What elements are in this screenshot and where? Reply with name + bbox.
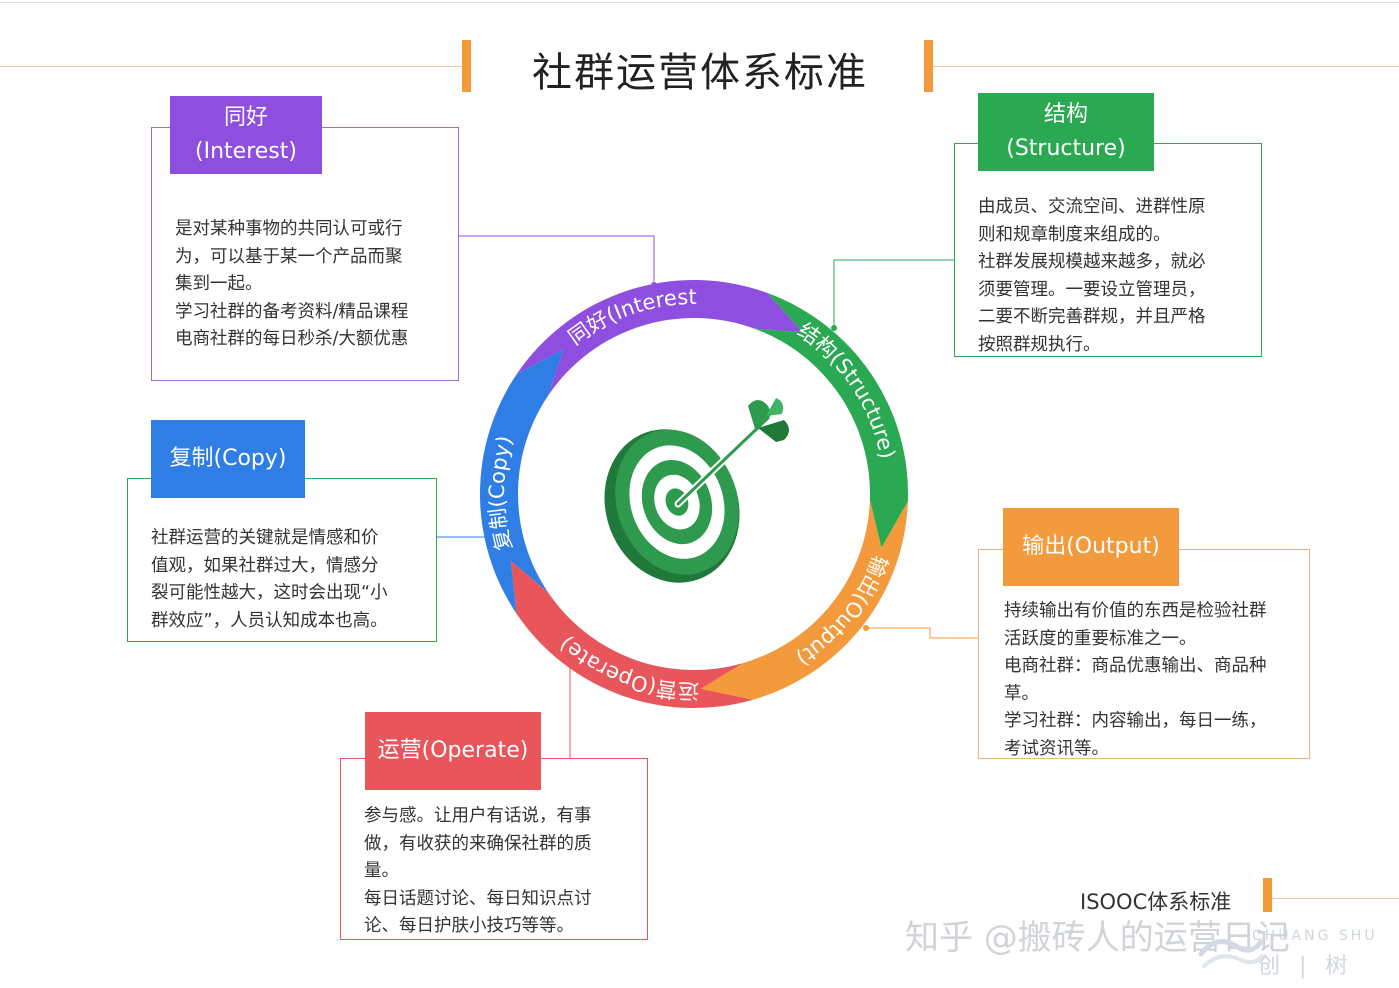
watermark-text: 知乎 @搬砖人的运营日记 (905, 918, 1290, 958)
text-line: 则和规章制度来组成的。 (978, 224, 1171, 245)
ring-diagram: 同好(Interest) 结构(Structure) 输出(Output) 运营… (478, 280, 909, 708)
brand-top-text: CHUANG SHU (1252, 928, 1378, 944)
text-line: 是对某种事物的共同认可或行 (175, 219, 403, 239)
interest-card-text: 是对某种事物的共同认可或行 为，可以基于某一个产品而聚 集到一起。 学习社群的备… (175, 216, 455, 354)
copy-card (127, 478, 437, 642)
footer-bar (1263, 878, 1272, 912)
ring-label-output: 输出(Output) (792, 552, 892, 671)
text-line: 二要不断完善群规，并且严格 (978, 307, 1206, 327)
text-line: 学习社群的备考资料/精品课程 (175, 301, 409, 322)
output-card-title: 输出(Output) (1022, 534, 1160, 559)
structure-card-header: 结构 (Structure) (978, 93, 1154, 171)
structure-card (954, 143, 1262, 357)
interest-card-subtitle: (Interest) (195, 139, 297, 164)
text-line: 量。 (364, 861, 399, 881)
text-line: 持续输出有价值的东西是检验社群 (1004, 601, 1267, 621)
text-line: 由成员、交流空间、进群性原 (978, 197, 1206, 217)
header-line-left (0, 66, 462, 67)
ring-segment-output (700, 500, 908, 700)
header-bar-right (924, 40, 933, 92)
interest-card-title: 同好 (223, 105, 268, 130)
structure-card-subtitle: (Structure) (1006, 136, 1126, 161)
header-bar-left (462, 40, 471, 92)
ring-segment-operate (510, 560, 753, 708)
ring-segment-interest (516, 280, 803, 396)
output-card-text: 持续输出有价值的东西是检验社群 活跃度的重要标准之一。 电商社群：商品优惠输出、… (1004, 598, 1308, 763)
text-line: 须要管理。一要设立管理员， (978, 279, 1206, 300)
text-line: 电商社群：商品优惠输出、商品种 (1004, 656, 1267, 676)
ring-segment-copy (479, 349, 564, 614)
text-line: 裂可能性越大，这时会出现“小 (151, 583, 388, 603)
header-line-right (933, 66, 1399, 67)
text-line: 活跃度的重要标准之一。 (1004, 628, 1197, 649)
output-card-header: 输出(Output) (1003, 508, 1179, 586)
footer-label: ISOOC体系标准 (1080, 890, 1232, 914)
copy-card-title: 复制(Copy) (169, 446, 287, 471)
structure-card-text: 由成员、交流空间、进群性原 则和规章制度来组成的。 社群发展规模越来越多，就必 … (978, 194, 1258, 359)
text-line: 社群运营的关键就是情感和价 (151, 528, 379, 548)
page-title: 社群运营体系标准 (532, 50, 868, 96)
text-line: 做，有收获的来确保社群的质 (364, 833, 592, 854)
text-line: 电商社群的每日秒杀/大额优惠 (175, 329, 409, 349)
top-edge-line (0, 2, 1399, 3)
structure-card-title: 结构 (1043, 102, 1088, 127)
text-line: 按照群规执行。 (978, 334, 1101, 355)
target-arrow-icon (604, 398, 789, 583)
text-line: 学习社群：内容输出，每日一练， (1004, 711, 1267, 731)
text-line: 草。 (1004, 683, 1039, 704)
brand-bottom-text: 创 | 树 (1258, 954, 1354, 979)
wave-logo-icon (1198, 939, 1264, 968)
svg-text:输出(Output): 输出(Output) (792, 552, 892, 671)
footer-line (1272, 898, 1399, 899)
text-line: 论、每日护肤小技巧等等。 (364, 916, 574, 936)
interest-card-header: 同好 (Interest) (170, 96, 322, 174)
text-line: 社群发展规模越来越多，就必 (978, 252, 1206, 272)
copy-card-text: 社群运营的关键就是情感和价 值观，如果社群过大，情感分 裂可能性越大，这时会出现… (151, 525, 433, 635)
text-line: 为，可以基于某一个产品而聚 (175, 246, 403, 267)
text-line: 群效应”，人员认知成本也高。 (151, 610, 388, 631)
operate-card-header: 运营(Operate) (365, 712, 541, 790)
text-line: 参与感。让用户有话说，有事 (364, 806, 592, 826)
operate-card-title: 运营(Operate) (377, 738, 529, 763)
text-line: 值观，如果社群过大，情感分 (151, 555, 379, 576)
text-line: 集到一起。 (175, 274, 263, 294)
text-line: 每日话题讨论、每日知识点讨 (364, 888, 592, 909)
text-line: 考试资讯等。 (1004, 738, 1109, 759)
ring-segment-structure (754, 292, 909, 548)
operate-card-text: 参与感。让用户有话说，有事 做，有收获的来确保社群的质 量。 每日话题讨论、每日… (364, 803, 646, 941)
copy-card-header: 复制(Copy) (151, 420, 305, 498)
